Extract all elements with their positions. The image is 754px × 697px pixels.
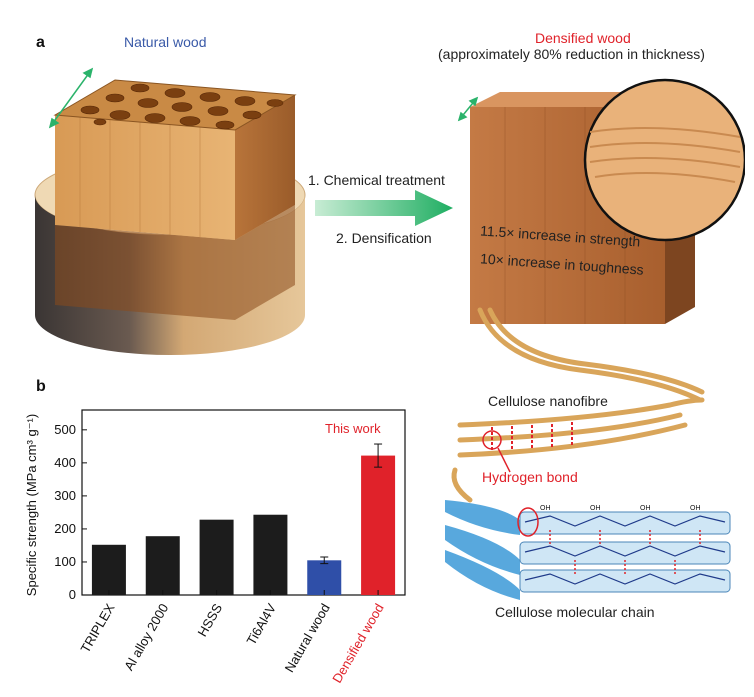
panel-a-letter: a bbox=[36, 34, 45, 51]
x-tick-label: Ti6Al4V bbox=[244, 601, 280, 648]
y-tick-label: 400 bbox=[54, 455, 76, 470]
this-work-annotation: This work bbox=[325, 421, 381, 436]
step-1-label: 1. Chemical treatment bbox=[308, 172, 445, 188]
y-tick-label: 100 bbox=[54, 554, 76, 569]
oh-label: OH bbox=[690, 505, 701, 512]
x-tick-label: Natural wood bbox=[282, 601, 333, 675]
oh-label: OH bbox=[540, 505, 551, 512]
step-2-label: 2. Densification bbox=[336, 230, 432, 246]
y-tick-label: 300 bbox=[54, 488, 76, 503]
bar bbox=[307, 560, 342, 595]
process-arrow-icon bbox=[315, 190, 453, 226]
natural-wood-title: Natural wood bbox=[124, 34, 207, 50]
x-tick-label: HSSS bbox=[194, 601, 225, 639]
bar bbox=[91, 544, 126, 595]
densified-wood-title: Densified wood bbox=[535, 30, 631, 46]
y-axis-label: Specific strength (MPa cm³ g⁻¹) bbox=[24, 414, 39, 596]
bar bbox=[361, 455, 396, 595]
hydrogen-bond-label: Hydrogen bond bbox=[482, 469, 578, 485]
bar bbox=[199, 519, 234, 595]
nanofibre-label: Cellulose nanofibre bbox=[488, 393, 608, 409]
y-tick-label: 500 bbox=[54, 422, 76, 437]
plot-frame bbox=[81, 409, 406, 596]
nanofibre-illustration: OH OH OH OH bbox=[445, 307, 731, 600]
x-tick-label: Al alloy 2000 bbox=[121, 601, 171, 673]
bar bbox=[253, 514, 288, 595]
oh-label: OH bbox=[640, 505, 651, 512]
densified-subtitle: (approximately 80% reduction in thicknes… bbox=[438, 46, 705, 62]
densified-wood-illustration bbox=[457, 78, 745, 324]
oh-label: OH bbox=[590, 505, 601, 512]
y-tick-label: 0 bbox=[69, 587, 76, 602]
y-tick-label: 200 bbox=[54, 521, 76, 536]
molecular-chain-label: Cellulose molecular chain bbox=[495, 604, 655, 620]
x-tick-label: Densified wood bbox=[329, 601, 386, 685]
x-tick-label: TRIPLEX bbox=[77, 601, 117, 656]
bar bbox=[145, 536, 180, 595]
natural-wood-illustration bbox=[34, 67, 306, 355]
panel-b-letter: b bbox=[36, 378, 46, 395]
